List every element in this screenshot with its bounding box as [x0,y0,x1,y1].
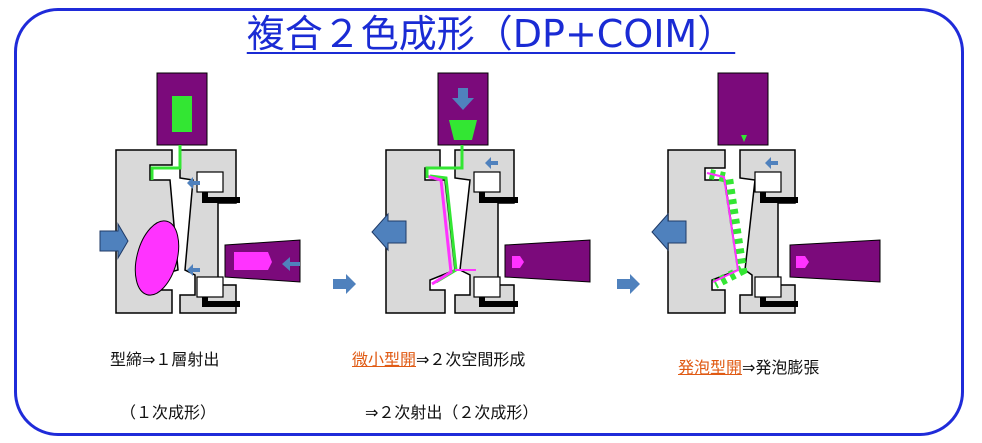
hydraulic-line-bottom [479,297,518,307]
step2-diagram [371,72,591,314]
rounded-frame [14,8,964,436]
foamed-layer [708,169,748,289]
step3-highlight: 発泡型開 [678,358,743,377]
step3-caption-rest: ⇒発泡膨張 [742,358,820,377]
open-arrow-left [371,212,407,252]
magenta-layer [425,174,453,286]
runner [425,145,464,178]
side-nozzle [504,239,591,283]
step1-caption: 型締⇒１層射出 [110,350,220,369]
valve-block-bottom [196,276,224,298]
green-resin-shot [172,96,192,132]
down-arrow [452,88,474,110]
clamp-arrow-right [99,222,129,260]
valve-arrow-bottom [187,264,200,276]
magenta-resin-tip [796,256,809,268]
hydraulic-line-top [760,192,798,203]
top-nozzle [717,72,769,146]
runner [150,145,182,180]
magenta-skin [706,172,740,283]
step2-highlight: 微小型開 [352,350,417,369]
step2-caption-rest: ⇒２次空間形成 [416,350,526,369]
valve-arrow-top [765,157,778,169]
valve-block-top [754,171,782,193]
side-nozzle [789,239,881,283]
page-title: 複合２色成形（DP+COIM） [246,12,736,56]
step2-subcaption: ⇒２次射出（２次成形） [365,403,539,422]
step-arrow-2 [617,274,640,294]
valve-block-top [473,171,501,193]
injection-arrow [282,257,300,271]
open-arrow-left [651,212,687,252]
magenta-part [134,220,180,296]
hydraulic-line-top [202,192,240,203]
step-arrow-1 [333,274,356,294]
valve-block-bottom [473,276,501,298]
hydraulic-line-bottom [760,297,798,307]
green-resin-tip [741,135,747,142]
hydraulic-line-bottom [202,297,240,307]
valve-arrow-top [485,157,498,169]
step3-diagram [651,72,881,314]
green-resin-shot [449,120,477,140]
step1-subcaption: （１次成形） [120,403,217,422]
step2-caption: 微小型開⇒２次空間形成 [352,350,525,370]
magenta-resin-tip [512,256,524,268]
hydraulic-line-top [479,192,518,203]
magenta-resin-shot [234,252,272,270]
step1-diagram [99,72,301,314]
valve-block-top [196,171,224,193]
valve-block-bottom [754,276,782,298]
valve-arrow-top [187,177,200,189]
step3-caption: 発泡型開⇒発泡膨張 [678,358,819,378]
